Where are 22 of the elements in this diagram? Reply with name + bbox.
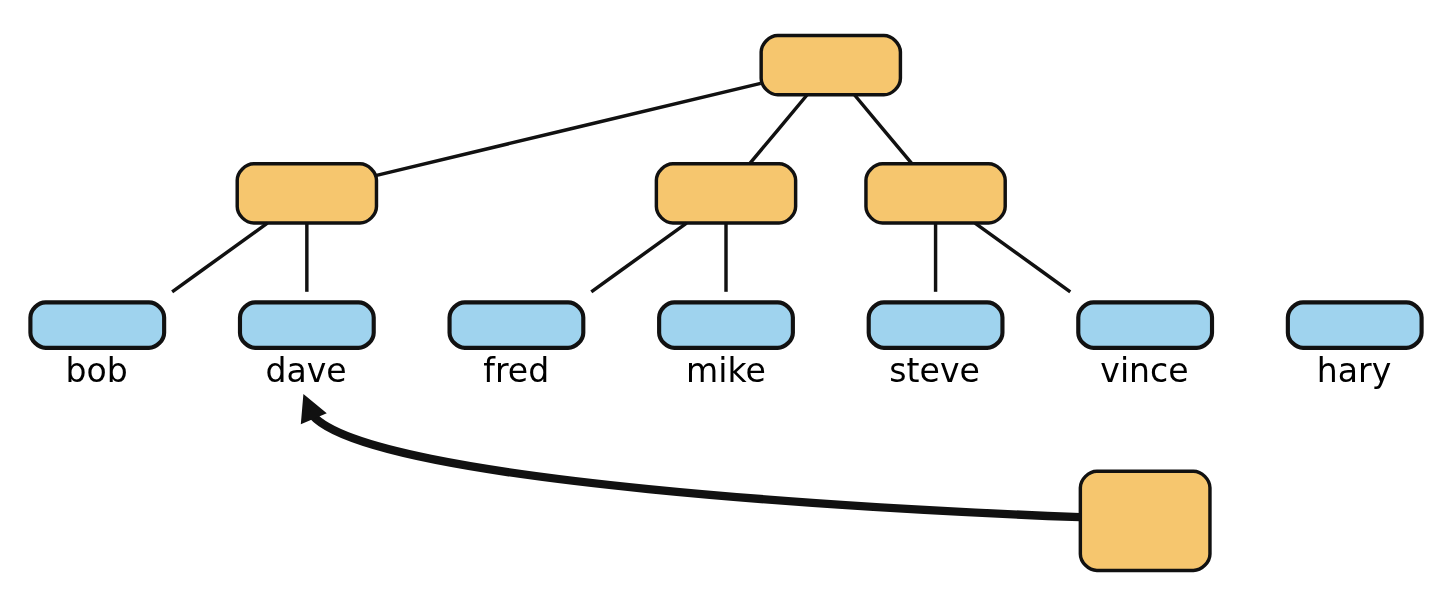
node-label: vince [1100,350,1189,390]
connector [933,223,938,292]
node-box [1078,469,1212,573]
node-box [654,162,798,225]
node-label: hary [1316,350,1392,390]
connector [748,93,809,165]
node-label: mike [686,350,766,390]
arrow [300,394,1081,522]
node-box [235,162,379,225]
connector [305,223,309,292]
connector [376,81,762,177]
connector [974,221,1072,294]
node-label: fred [483,350,550,390]
node-box [759,33,903,97]
connector [853,93,914,165]
connector [171,221,269,294]
connector [724,223,728,292]
connector [590,221,688,294]
node-label: bob [65,350,128,390]
node-box [864,162,1007,225]
node-label: dave [265,350,347,390]
node-label: steve [889,350,980,390]
